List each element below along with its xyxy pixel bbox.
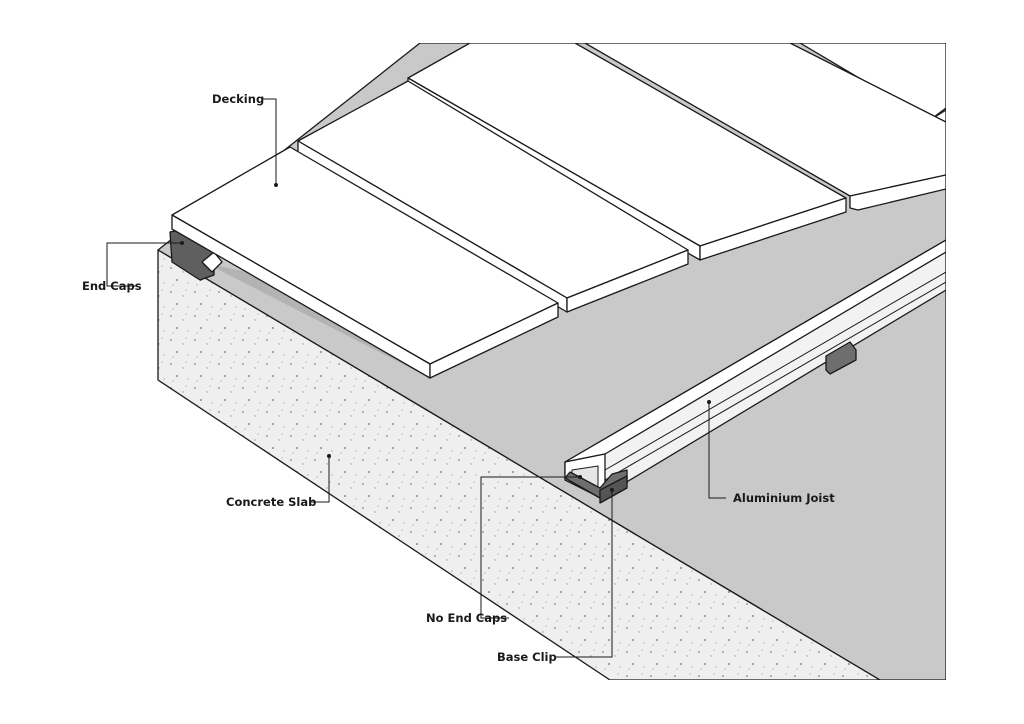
label-base-clip: Base Clip — [497, 650, 557, 664]
label-concrete-slab: Concrete Slab — [226, 495, 317, 509]
label-decking: Decking — [212, 92, 265, 106]
base-clip — [825, 341, 857, 375]
label-end-caps: End Caps — [82, 279, 142, 293]
leader-lines — [106, 98, 726, 658]
label-aluminium-joist: Aluminium Joist — [733, 491, 835, 505]
decking-board — [171, 146, 559, 379]
decking-board — [584, 43, 946, 211]
label-no-end-caps: No End Caps — [426, 611, 508, 625]
aluminium-joist — [564, 239, 946, 501]
slab-front-face — [157, 249, 881, 680]
